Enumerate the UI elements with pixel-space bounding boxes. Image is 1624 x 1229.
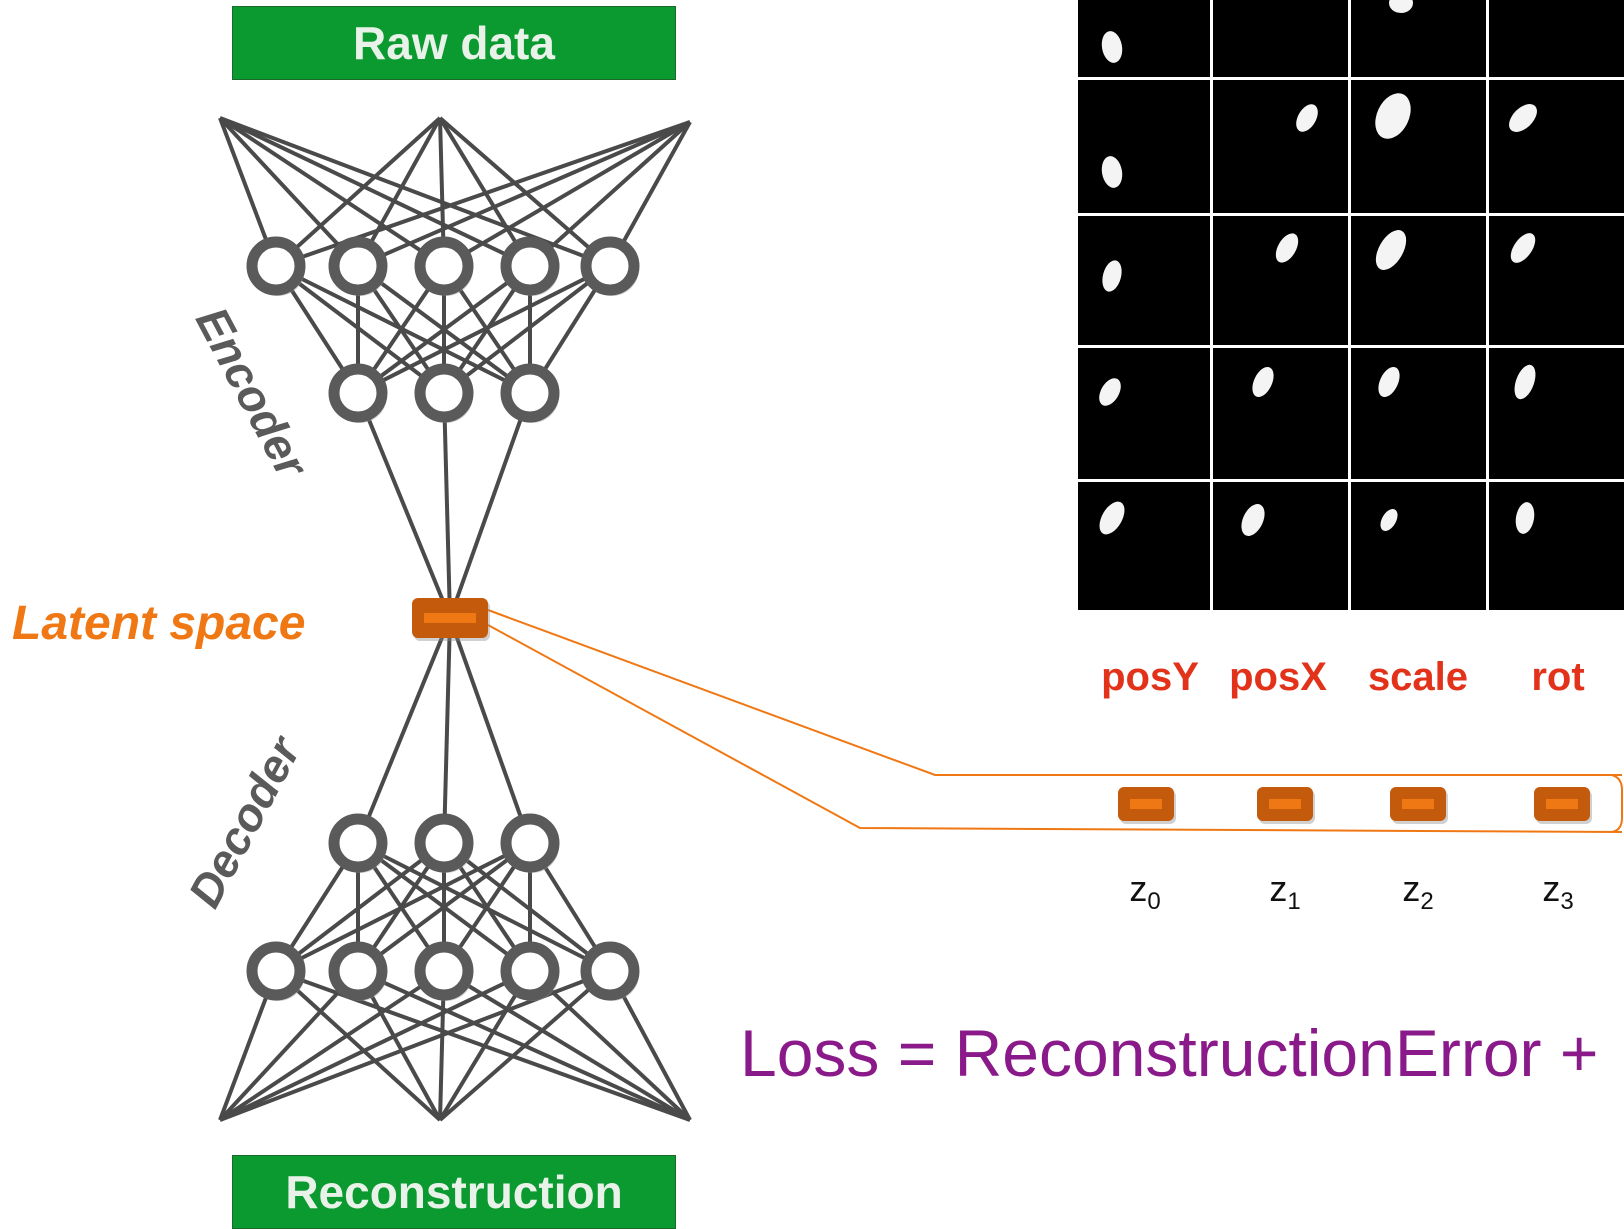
raw-data-box: Raw data: [232, 6, 676, 80]
latent-unit-label-z3: z3: [1542, 868, 1574, 916]
ellipse-sprite: [1510, 233, 1536, 263]
latent-unit-bar: [424, 613, 476, 623]
ellipse-sprite: [1375, 230, 1407, 270]
encoder-connection: [442, 264, 612, 395]
ellipse-sprite: [1389, 0, 1413, 13]
decoder-connection: [528, 969, 692, 1122]
ellipse-sprite: [1378, 367, 1400, 397]
encoder-node: [580, 236, 640, 296]
ellipse-sprite: [1101, 31, 1123, 63]
encoder-connection: [442, 392, 452, 619]
encoder-connection: [442, 120, 692, 268]
grid-divider: [1348, 0, 1351, 610]
latent-space-label: Latent space: [12, 597, 306, 650]
grid-divider: [1078, 479, 1624, 482]
encoder-connection: [356, 392, 452, 619]
ellipse-sprite: [1102, 260, 1122, 292]
encoder-node: [414, 236, 474, 296]
reconstruction-box: Reconstruction: [232, 1155, 676, 1229]
encoder-connection: [448, 392, 532, 619]
decoder-node: [580, 941, 640, 1001]
encoder-node: [414, 363, 474, 423]
decoder-connection: [356, 617, 452, 844]
encoder-connection: [219, 116, 531, 268]
ellipse-sprite: [1101, 156, 1123, 188]
encoder-connection: [218, 116, 446, 268]
decoder-connection: [442, 969, 692, 1122]
decoder-node: [500, 813, 560, 873]
grid-divider: [1210, 0, 1213, 610]
latent-unit-bar: [1130, 799, 1162, 809]
decoder-node: [500, 941, 560, 1001]
decoder-connection: [438, 969, 612, 1122]
factor-label-posy: posY: [1101, 655, 1199, 699]
factor-label-rot: rot: [1531, 655, 1585, 699]
latent-zoom-connector: [487, 624, 1623, 833]
reconstruction-label: Reconstruction: [285, 1166, 623, 1218]
ellipse-sprite: [1514, 364, 1536, 400]
latent-unit-label-z0: z0: [1129, 868, 1161, 916]
encoder-connection: [528, 120, 692, 268]
encoder-connection: [357, 120, 691, 268]
grid-divider: [1078, 213, 1624, 216]
encoder-node: [246, 236, 306, 296]
encoder-node: [328, 236, 388, 296]
ellipse-sprite: [1099, 501, 1125, 535]
traversal-image-grid: [1078, 0, 1624, 610]
ellipse-sprite: [1509, 104, 1537, 132]
encoder-node: [500, 236, 560, 296]
latent-unit-bar: [1269, 799, 1301, 809]
encoder-connection: [357, 264, 611, 395]
decoder-node: [414, 813, 474, 873]
grid-divider: [1078, 345, 1624, 348]
decoder-connection: [274, 841, 446, 973]
latent-unit-label-z1: z1: [1269, 868, 1301, 916]
ellipse-sprite: [1375, 93, 1411, 139]
decoder-connection: [218, 969, 360, 1122]
decoder-connection: [357, 841, 611, 973]
ellipse-sprite: [1296, 104, 1318, 132]
factor-label-scale: scale: [1367, 655, 1469, 699]
raw-data-label: Raw data: [353, 17, 555, 69]
ellipse-sprite: [1252, 367, 1274, 397]
traversal-grid-drawing: [1078, 0, 1624, 610]
encoder-node: [500, 363, 560, 423]
loss-formula: Loss = ReconstructionError +: [740, 1016, 1599, 1090]
factor-label-posx: posX: [1229, 655, 1327, 699]
latent-unit-label-z2: z2: [1402, 868, 1434, 916]
grid-divider: [1486, 0, 1489, 610]
encoder-connection: [218, 116, 360, 268]
latent-unit-bar: [1402, 799, 1434, 809]
ellipse-sprite: [1515, 502, 1535, 534]
decoder-connection: [275, 841, 531, 973]
decoder-connection: [356, 841, 532, 973]
decoder-node: [414, 941, 474, 1001]
encoder-node: [328, 363, 388, 423]
decoder-node: [328, 941, 388, 1001]
decoder-node: [246, 941, 306, 1001]
decoder-connection: [442, 841, 612, 973]
decoder-connection: [274, 969, 442, 1122]
decoder-connection: [442, 617, 452, 844]
ellipse-sprite: [1275, 233, 1299, 263]
decoder-node: [328, 813, 388, 873]
grid-divider: [1078, 77, 1624, 80]
ellipse-sprite: [1380, 509, 1398, 531]
ellipse-sprite: [1099, 378, 1121, 406]
decoder-connection: [218, 969, 446, 1122]
encoder-connection: [274, 116, 442, 268]
ellipse-sprite: [1241, 504, 1265, 536]
latent-unit-bar: [1546, 799, 1578, 809]
decoder-connection: [448, 617, 532, 844]
latent-zoom-box-edge: [1611, 774, 1623, 833]
latent-zoom-connector: [487, 609, 1622, 776]
decoder-connection: [219, 969, 531, 1122]
encoder-connection: [356, 264, 532, 395]
